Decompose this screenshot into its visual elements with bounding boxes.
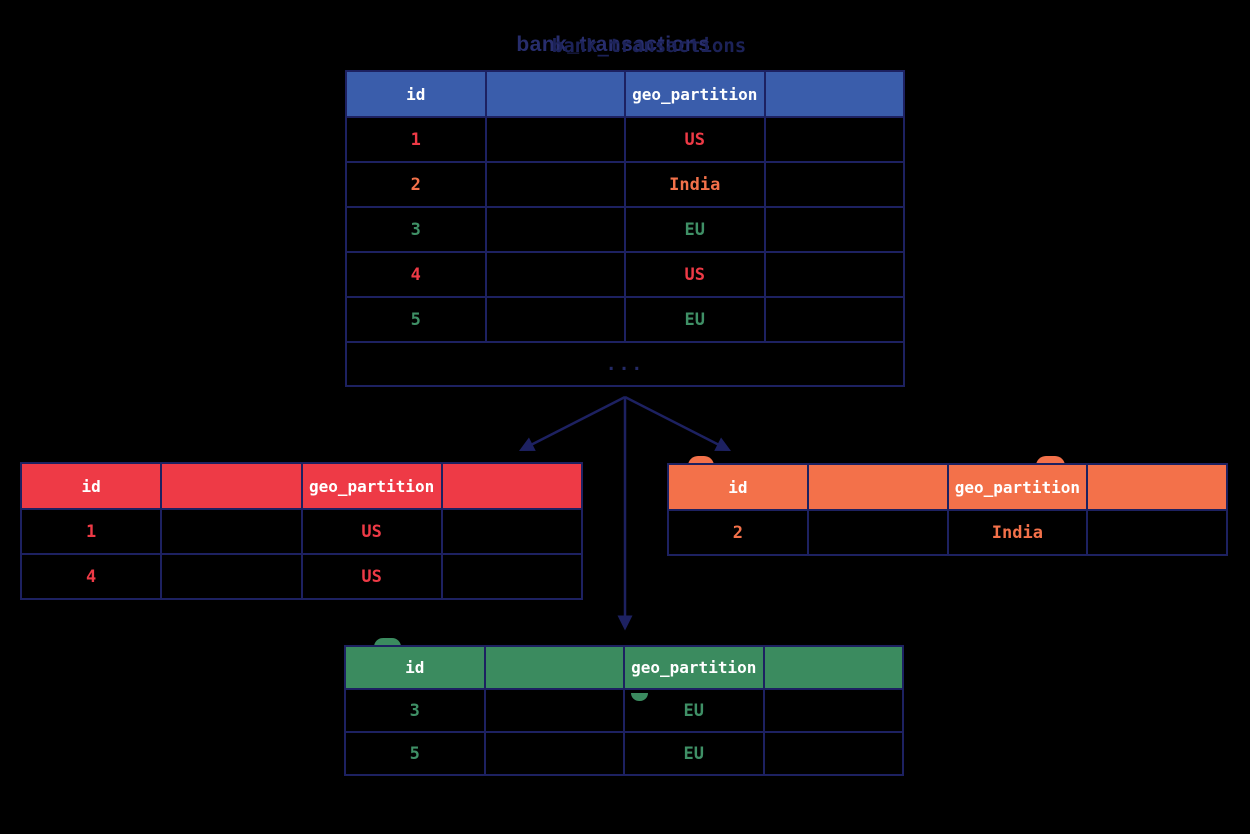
cell: 2	[732, 522, 743, 543]
column-header: id	[728, 477, 748, 497]
table-row: 2 India	[669, 509, 1226, 554]
cell: 3	[409, 700, 420, 721]
table-row: 5 EU	[346, 731, 902, 774]
green-arc-decoration	[631, 693, 648, 701]
green-arc-decoration	[374, 638, 401, 647]
cell: 2	[410, 174, 421, 195]
cell	[484, 208, 625, 251]
cell	[763, 208, 904, 251]
cell: 3	[410, 219, 421, 240]
table-row: 4 US	[22, 553, 581, 598]
column-header: geo_partition	[623, 647, 763, 688]
cell: 1	[410, 129, 421, 150]
column-header: id	[405, 658, 425, 677]
cell	[1086, 511, 1226, 554]
column-header: id	[81, 476, 101, 496]
cell	[483, 733, 624, 774]
column-header	[440, 464, 581, 508]
arrow-to-india-partition	[624, 395, 732, 452]
cell: 5	[409, 743, 420, 764]
column-header	[806, 465, 947, 509]
cell	[484, 118, 625, 161]
column-header	[483, 647, 624, 688]
cell	[762, 733, 903, 774]
orange-arc-decoration	[688, 456, 714, 466]
cell	[160, 555, 300, 598]
cell: US	[624, 253, 764, 296]
arrow-to-us-partition	[518, 395, 626, 452]
cell: 4	[86, 566, 97, 587]
ellipsis-row: ...	[347, 341, 903, 385]
column-header: geo_partition	[300, 464, 441, 508]
column-header: id	[406, 84, 426, 104]
table-header-row: id geo_partition	[22, 464, 581, 508]
cell	[763, 163, 904, 206]
cell: US	[300, 555, 441, 598]
cell: 4	[410, 264, 421, 285]
table-title-text-overlap: bank_transactions	[551, 35, 747, 57]
cell	[160, 510, 300, 553]
cell	[483, 690, 624, 731]
table-row: 4 US	[347, 251, 903, 296]
column-header	[160, 464, 300, 508]
cell	[806, 511, 947, 554]
table-row: 3 EU	[346, 688, 902, 731]
table-header-row: id geo_partition	[346, 647, 902, 688]
orange-arc-decoration	[1036, 456, 1065, 466]
table-header-row: id geo_partition	[669, 465, 1226, 509]
table-title-text: bank_transactions	[516, 33, 711, 56]
cell	[440, 510, 581, 553]
cell	[763, 298, 904, 341]
cell: EU	[624, 208, 764, 251]
table-row: 5 EU	[347, 296, 903, 341]
ellipsis-cell: ...	[605, 353, 645, 375]
table-title: bank_transactions bank_transactions	[345, 33, 905, 61]
column-header	[763, 72, 904, 116]
table-header-row: id geo_partition	[347, 72, 903, 116]
column-header: geo_partition	[624, 72, 764, 116]
column-header: geo_partition	[946, 465, 1087, 509]
column-header	[1086, 465, 1226, 509]
cell: EU	[623, 733, 763, 774]
table-row: 1 US	[347, 116, 903, 161]
cell: EU	[623, 690, 763, 731]
cell	[762, 690, 903, 731]
cell: 1	[86, 521, 97, 542]
cell	[484, 253, 625, 296]
cell	[484, 163, 625, 206]
cell: EU	[624, 298, 764, 341]
cell: US	[300, 510, 441, 553]
cell	[440, 555, 581, 598]
cell	[484, 298, 625, 341]
table-partition-india: id geo_partition 2 India	[667, 463, 1228, 556]
column-header	[484, 72, 625, 116]
cell: 5	[410, 309, 421, 330]
table-row: 3 EU	[347, 206, 903, 251]
cell: India	[624, 163, 764, 206]
table-row: 2 India	[347, 161, 903, 206]
column-header	[762, 647, 903, 688]
cell	[763, 253, 904, 296]
cell: US	[624, 118, 764, 161]
table-row: 1 US	[22, 508, 581, 553]
cell	[763, 118, 904, 161]
cell: India	[946, 511, 1087, 554]
